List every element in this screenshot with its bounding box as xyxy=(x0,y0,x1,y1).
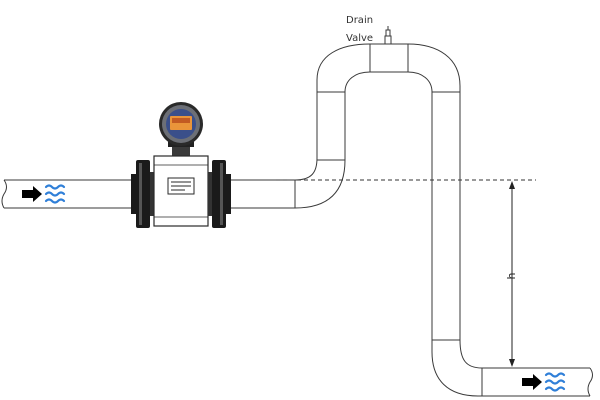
inlet-pipe xyxy=(1,179,135,209)
height-label: h xyxy=(505,272,518,279)
outlet-arrow-icon xyxy=(522,374,542,390)
drain-label-line2: Valve xyxy=(346,33,373,44)
outlet-flow-indicator xyxy=(522,372,566,392)
electromagnetic-flowmeter xyxy=(131,102,231,228)
inlet-flow-indicator xyxy=(22,184,66,204)
drain-valve xyxy=(384,26,392,45)
process-pipe xyxy=(231,43,593,397)
height-dimension xyxy=(509,181,515,367)
outlet-flange xyxy=(208,160,231,228)
inlet-water-icon xyxy=(44,184,66,204)
drain-label-line1: Drain xyxy=(346,15,373,26)
flowmeter-body xyxy=(153,155,209,227)
outlet-water-icon xyxy=(544,372,566,392)
inlet-flange xyxy=(131,160,154,228)
inlet-arrow-icon xyxy=(22,186,42,202)
flowmeter-display-head xyxy=(159,102,203,146)
